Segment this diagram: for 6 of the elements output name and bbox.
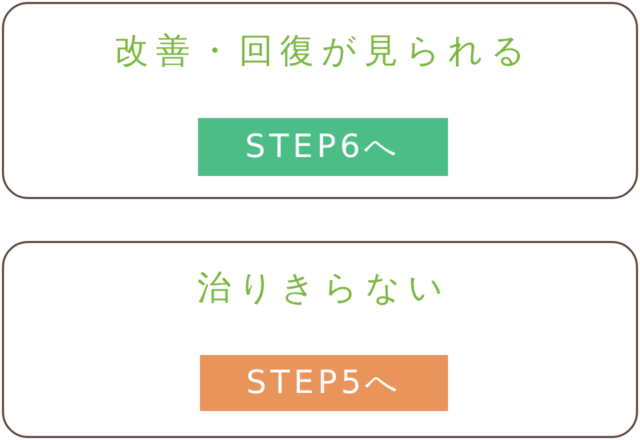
outcome-card — [2, 241, 638, 438]
outcome-card — [2, 2, 638, 199]
step-badge: STEP5へ — [200, 355, 448, 411]
outcome-heading: 治りきらない — [196, 267, 451, 310]
outcome-heading: 改善・回復が見られる — [113, 30, 534, 73]
step-badge: STEP6へ — [198, 118, 448, 176]
